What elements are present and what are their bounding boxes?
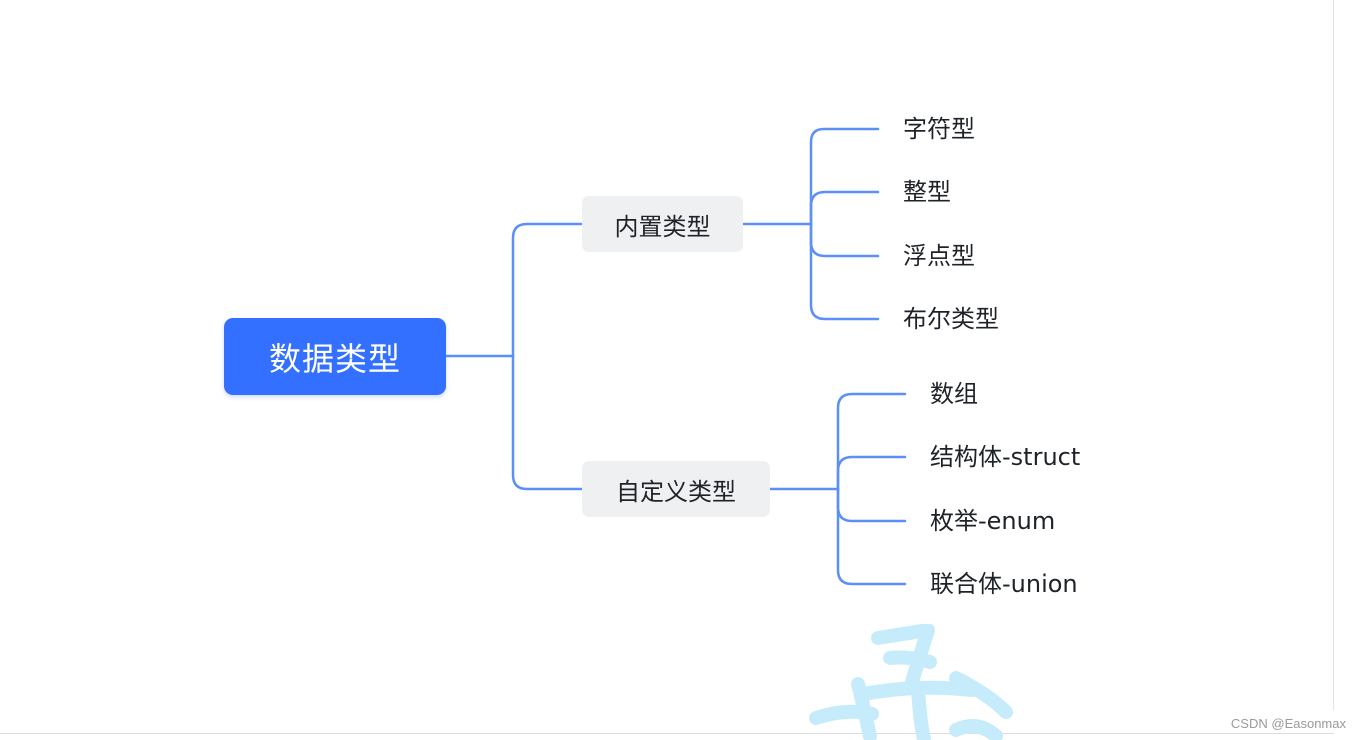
- leaf-node-int[interactable]: 整型: [903, 178, 951, 206]
- connector-root-builtin: [511, 222, 584, 358]
- connector-custom-leaf-4: [836, 487, 907, 586]
- connector-root-custom: [511, 354, 584, 491]
- root-node[interactable]: 数据类型: [224, 318, 446, 395]
- leaf-node-struct[interactable]: 结构体-struct: [930, 443, 1081, 471]
- leaf-node-bool[interactable]: 布尔类型: [903, 305, 999, 333]
- canvas-right-border: [1333, 0, 1334, 710]
- branch-node-custom-types[interactable]: 自定义类型: [582, 461, 770, 517]
- connector-builtin-leaf-4: [809, 222, 880, 321]
- connector-builtin-leaf-1: [809, 127, 880, 226]
- leaf-node-union[interactable]: 联合体-union: [930, 570, 1078, 598]
- connector-custom-leaf-2: [836, 455, 907, 491]
- leaf-node-enum[interactable]: 枚举-enum: [930, 507, 1056, 535]
- connector-custom-leaf-1: [836, 392, 907, 491]
- connector-custom-leaf-3: [836, 487, 907, 523]
- connector-builtin-leaf-2: [809, 190, 880, 226]
- leaf-node-array[interactable]: 数组: [930, 380, 978, 408]
- watermark-text: CSDN @Easonmax: [1230, 716, 1346, 731]
- canvas-bottom-border: [0, 733, 1334, 734]
- leaf-node-char[interactable]: 字符型: [903, 115, 975, 143]
- watermark-brush-graphic: [809, 624, 1013, 740]
- branch-node-builtin-types[interactable]: 内置类型: [582, 196, 743, 252]
- leaf-node-float[interactable]: 浮点型: [903, 242, 975, 270]
- connector-builtin-leaf-3: [809, 222, 880, 258]
